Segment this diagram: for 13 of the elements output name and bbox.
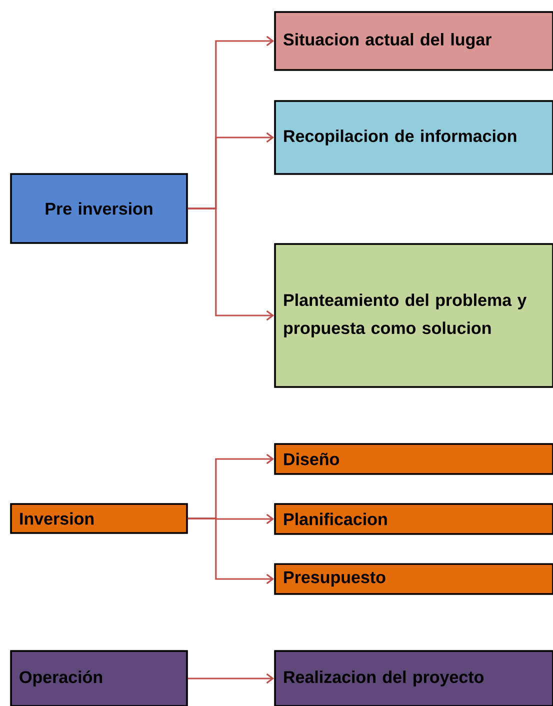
process-box: Realizacion del proyecto <box>274 650 553 706</box>
arrow <box>188 208 274 321</box>
arrow <box>188 518 274 584</box>
process-box: Pre inversion <box>10 173 188 244</box>
arrow <box>188 673 274 684</box>
process-box: Planificacion <box>274 503 553 535</box>
process-box: Situacion actual del lugar <box>274 11 553 71</box>
process-box: Operación <box>10 650 188 706</box>
process-box: Inversion <box>10 503 188 534</box>
process-box: Diseño <box>274 443 553 475</box>
process-box: Presupuesto <box>274 563 553 595</box>
process-box: Recopilacion de informacion <box>274 100 553 175</box>
process-box: Planteamiento del problema y propuesta como solucion <box>274 243 553 388</box>
